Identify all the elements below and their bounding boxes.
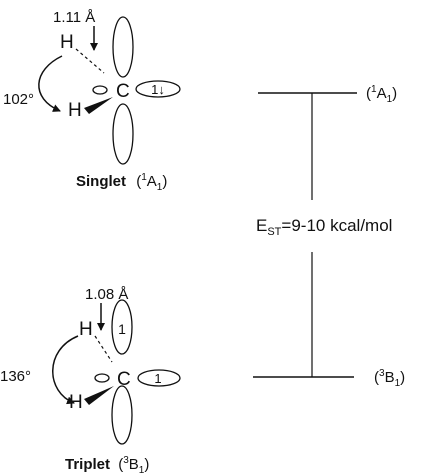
- singlet-atom-c: C: [116, 81, 130, 102]
- singlet-structure: 1.11 Å H C 1↓ H 102° Singlet (1A1): [3, 9, 181, 193]
- singlet-angle-arrow: [38, 55, 63, 112]
- triplet-small-lobe: [94, 373, 110, 383]
- triplet-structure: 1.08 Å H 1 C 1 H 136° Triplet (3B1): [0, 286, 181, 473]
- singlet-bond-length: 1.11 Å: [53, 9, 95, 26]
- singlet-upper-lobe: [112, 16, 134, 78]
- triplet-side-electron: 1: [154, 371, 161, 386]
- triplet-dashed-bond: [94, 335, 113, 363]
- triplet-upper-electron: 1: [118, 321, 126, 337]
- singlet-level-label: (1A1): [366, 84, 397, 105]
- triplet-bond-length: 1.08 Å: [85, 286, 128, 303]
- triplet-upper-lobe: [111, 299, 133, 355]
- singlet-atom-h-bottom: H: [68, 100, 82, 121]
- singlet-lone-pair-label: 1↓: [151, 82, 165, 97]
- triplet-side-orbital: [137, 369, 181, 387]
- singlet-dashed-bond: [75, 48, 105, 74]
- singlet-angle: 102°: [3, 91, 34, 108]
- singlet-small-lobe: [92, 85, 108, 95]
- triplet-atom-h-top: H: [79, 319, 93, 340]
- singlet-lone-pair-orbital: [135, 80, 181, 98]
- triplet-atom-c: C: [117, 369, 131, 390]
- singlet-wedge-bond: [84, 97, 113, 114]
- singlet-atom-h-top: H: [60, 32, 74, 53]
- triplet-wedge-bond: [84, 386, 114, 405]
- singlet-caption: Singlet (1A1): [76, 172, 167, 193]
- triplet-caption: Triplet (3B1): [65, 455, 149, 473]
- energy-gap-label: EST=9-10 kcal/mol: [256, 216, 392, 238]
- triplet-level-label: (3B1): [374, 368, 405, 389]
- singlet-lower-lobe: [112, 103, 134, 165]
- energy-level-diagram: (1A1) EST=9-10 kcal/mol (3B1): [253, 84, 405, 389]
- triplet-angle-arrow: [52, 335, 79, 405]
- triplet-lower-lobe: [111, 385, 133, 445]
- triplet-angle: 136°: [0, 368, 31, 385]
